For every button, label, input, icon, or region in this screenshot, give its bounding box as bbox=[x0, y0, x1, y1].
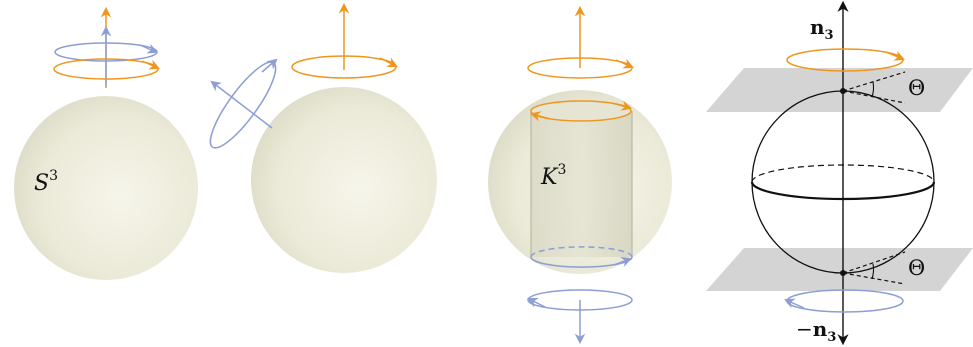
rotation-ring-blue bbox=[786, 289, 904, 313]
rotation-ring-orange bbox=[291, 55, 397, 79]
panel-tilted bbox=[209, 2, 437, 273]
angle-line-top-lower bbox=[842, 90, 906, 104]
rotation-arrowhead-blue bbox=[784, 298, 805, 309]
panel-s3: S3 bbox=[14, 6, 198, 280]
label-s3: S3 bbox=[34, 168, 58, 196]
angle-line-bottom-upper bbox=[842, 251, 906, 274]
cylinder-body bbox=[531, 111, 632, 257]
rotation-arrowhead-blue bbox=[139, 43, 158, 54]
panel-n3: Θ Θ n3 −n3 bbox=[706, 0, 973, 346]
rotation-arrowhead-orange bbox=[141, 59, 160, 70]
cylinder-top-ring-orange bbox=[530, 100, 632, 122]
axis-arrow-blue-tilted bbox=[210, 80, 273, 129]
cylinder-top-arrow-left bbox=[529, 111, 551, 122]
label-theta-top: Θ bbox=[908, 76, 925, 100]
top-plane bbox=[706, 68, 973, 112]
rotation-arrowhead-blue bbox=[261, 58, 278, 73]
angle-arc-top bbox=[871, 81, 875, 98]
label-n3-top: n3 bbox=[810, 15, 834, 43]
label-minus-n3-bottom: −n3 bbox=[796, 317, 836, 345]
rotation-ring-orange bbox=[786, 48, 904, 72]
cylinder-bottom-ring-back bbox=[530, 246, 633, 258]
bottom-plane bbox=[706, 248, 973, 291]
angle-line-top-upper bbox=[842, 71, 906, 92]
label-theta-bottom: Θ bbox=[908, 256, 925, 280]
cylinder-bottom-arrow bbox=[613, 257, 632, 267]
rotation-arrowhead-orange bbox=[885, 50, 905, 61]
sphere-s3 bbox=[14, 96, 198, 280]
cylinder-top-arrow bbox=[611, 100, 633, 111]
angle-line-bottom-lower bbox=[842, 272, 906, 285]
rotation-arrowhead-orange-top bbox=[615, 58, 634, 69]
rotation-arrowhead-blue-bottom bbox=[527, 298, 546, 308]
angle-arc-bottom bbox=[871, 263, 875, 280]
rotation-arrowhead-orange bbox=[379, 57, 398, 67]
label-k3: K3 bbox=[540, 162, 566, 190]
sphere-tilted bbox=[251, 87, 437, 273]
panel-k3: K3 bbox=[488, 5, 672, 345]
